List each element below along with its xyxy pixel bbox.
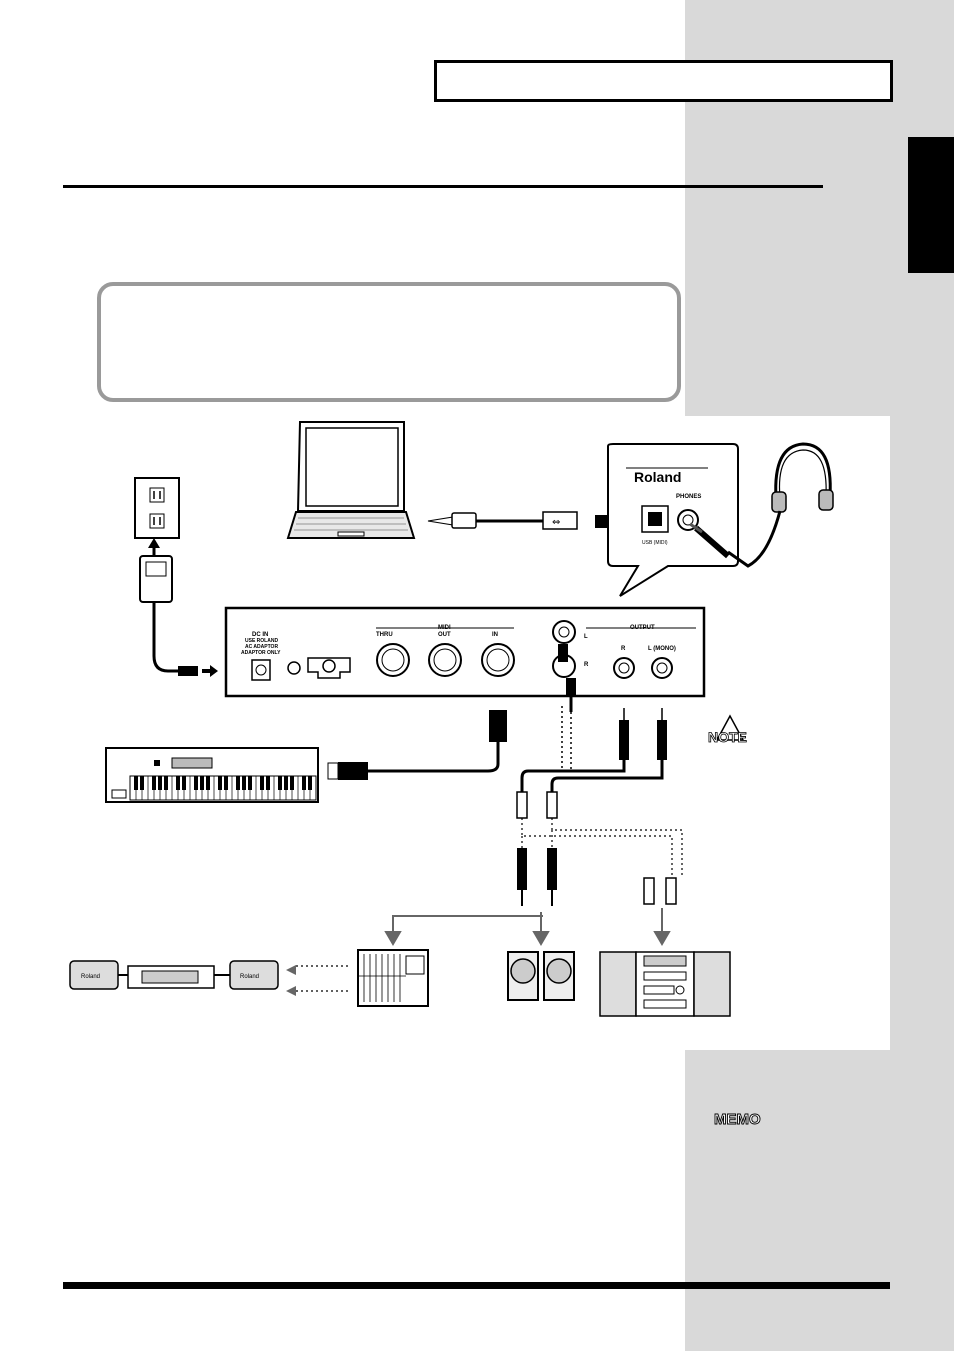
wall-outlet-icon [134,477,180,539]
connection-diagram-svg: ⇔ Roland PHONES USB (MIDI) [69,421,834,1017]
rear-panel: DC IN USE ROLAND AC ADAPTOR ADAPTOR ONLY… [224,606,706,698]
panel-brand: Roland [634,469,681,485]
monitor-speakers-icon [507,951,575,1001]
dc-in-label-1: DC IN [252,632,268,638]
dc-in-label-4: ADAPTOR ONLY [241,650,281,656]
output-r-label: R [584,662,589,668]
dc-in-label-2: USE ROLAND [245,638,278,644]
midi-cable [327,710,507,780]
output-label: OUTPUT [630,625,655,631]
output-r2-label: R [621,646,626,652]
ac-adaptor-icon [139,538,218,677]
chapter-tab [908,137,954,273]
midi-keyboard-icon [105,747,319,803]
section-rule [63,185,823,188]
module-brand-right: Roland [240,974,259,980]
memo-label: MEMO [714,1111,761,1128]
panel-phones-label: PHONES [676,494,701,500]
midi-label: MIDI [438,625,451,631]
midi-out-label: OUT [438,632,451,638]
memo-icon: MEMO [712,1104,770,1132]
mixer-icon [357,949,429,1007]
panel-zoom-callout: Roland PHONES USB (MIDI) [607,443,739,597]
effects-chain: Roland Roland [69,960,348,996]
dc-in-label-3: AC ADAPTOR [245,644,278,650]
output-lmono-label: L (MONO) [648,646,676,652]
svg-text:⇔: ⇔ [552,517,560,528]
module-brand-left: Roland [81,974,100,980]
output-l-label: L [584,634,588,640]
connection-diagram: ⇔ Roland PHONES USB (MIDI) [68,416,890,1050]
panel-usb-label: USB (MIDI) [642,540,668,546]
routing-arrows [384,908,671,946]
output-cables [516,678,683,906]
midi-in-label: IN [492,632,498,638]
midi-thru-label: THRU [376,632,393,638]
headphones-icon [689,442,834,568]
laptop-icon [286,421,416,539]
note-label: NOTE [708,729,747,745]
footer-rule [63,1282,890,1289]
callout-box [97,282,681,402]
stereo-system-icon [599,951,731,1017]
note-icon: NOTE [705,714,755,754]
header-title-box [434,60,893,102]
